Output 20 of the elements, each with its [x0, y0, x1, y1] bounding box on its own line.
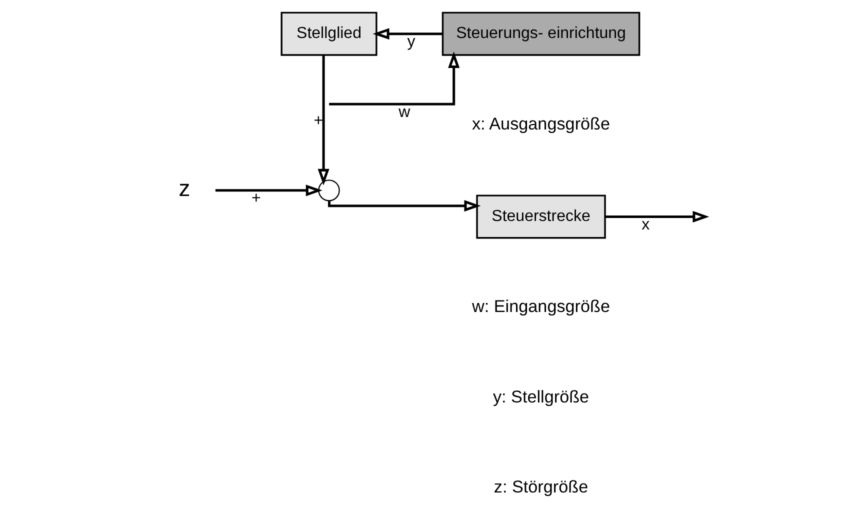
- edge-label: y: [407, 34, 416, 51]
- label: z: Störgröße: [494, 476, 588, 497]
- label: y: Stellgröße: [492, 386, 590, 406]
- arrow: [605, 210, 710, 222]
- label: w: Eingangsgröße: [472, 296, 610, 316]
- node-box: Stellglied: [280, 12, 378, 56]
- node-circle: [318, 180, 340, 202]
- edge-label: +: [251, 190, 261, 208]
- arrow: [318, 55, 330, 186]
- arrow: [215, 184, 322, 196]
- edge-label: x: [642, 216, 650, 234]
- node-box: Steuerstrecke: [476, 194, 606, 239]
- arrow: [329, 52, 460, 106]
- arrow: [328, 200, 481, 212]
- edge-label: w: [398, 104, 410, 121]
- label: x: Ausgangsgröße: [472, 113, 610, 134]
- arrow: [372, 28, 442, 40]
- node-box: Steuerungs- einrichtung: [442, 12, 640, 56]
- edge-label: +: [314, 112, 324, 130]
- node-text: z: [178, 175, 190, 202]
